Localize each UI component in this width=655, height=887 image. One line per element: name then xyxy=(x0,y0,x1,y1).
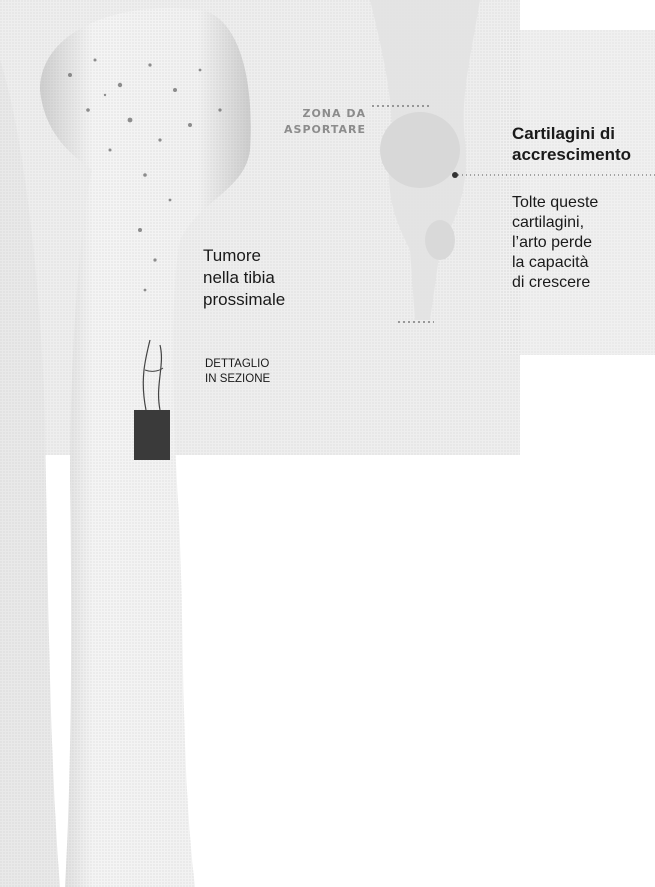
cartilage-text-line-2: cartilagini, xyxy=(512,213,598,233)
cartilage-pointer-dot xyxy=(452,172,458,178)
zone-label-line-2: ASPORTARE xyxy=(250,122,366,138)
cartilage-text-line-4: la capacità xyxy=(512,253,598,273)
tumor-label-line-3: prossimale xyxy=(203,289,285,311)
cartilage-title-line-2: accrescimento xyxy=(512,144,631,165)
section-label-line-1: DETTAGLIO xyxy=(205,357,270,372)
section-block xyxy=(134,410,170,460)
cartilage-text-line-1: Tolte queste xyxy=(512,193,598,213)
cartilage-text-line-3: l’arto perde xyxy=(512,233,598,253)
cartilage-title-line-1: Cartilagini di xyxy=(512,123,631,144)
cartilage-text-line-5: di crescere xyxy=(512,273,598,293)
zone-label-line-1: ZONA DA xyxy=(250,106,366,122)
tumor-label: Tumore nella tibia prossimale xyxy=(203,245,285,311)
zone-to-remove-label: ZONA DA ASPORTARE xyxy=(250,106,366,138)
section-label-line-2: IN SEZIONE xyxy=(205,372,270,387)
cartilage-description: Tolte queste cartilagini, l’arto perde l… xyxy=(512,193,598,293)
growth-plate-shape xyxy=(380,112,460,188)
tumor-label-line-1: Tumore xyxy=(203,245,285,267)
tumor-label-line-2: nella tibia xyxy=(203,267,285,289)
section-detail-label: DETTAGLIO IN SEZIONE xyxy=(205,357,270,387)
cartilage-title: Cartilagini di accrescimento xyxy=(512,123,631,165)
